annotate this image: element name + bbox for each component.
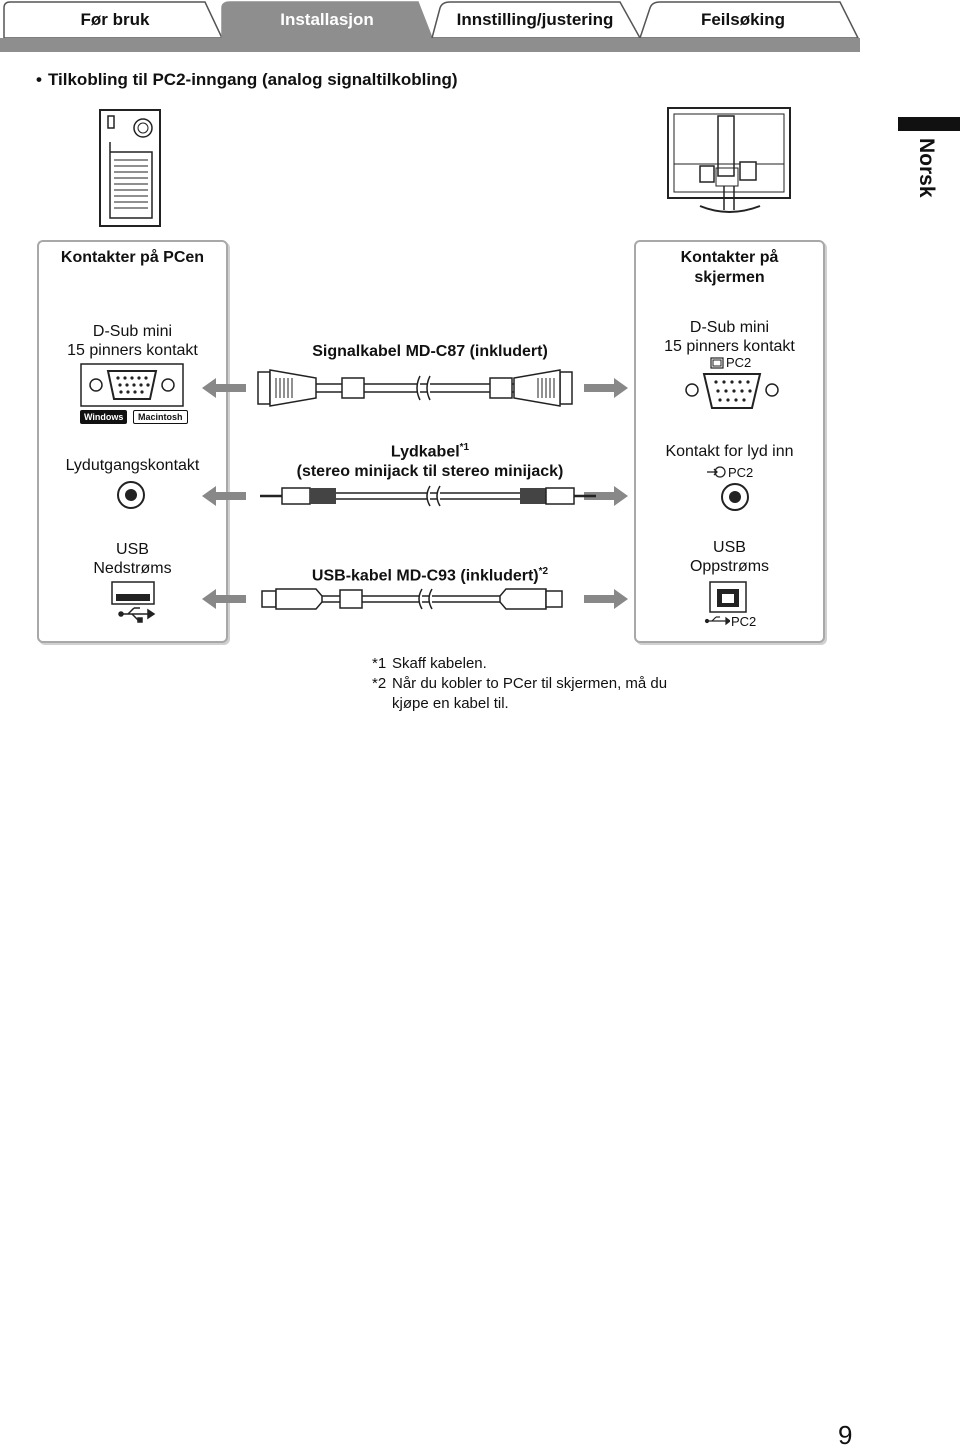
pc-connectors-panel — [37, 240, 228, 643]
monitor-usb-tag: PC2 — [731, 614, 757, 629]
audio-cable-label: Lydkabel*1 (stereo minijack til stereo m… — [296, 442, 564, 481]
audio-in-tag-icon — [707, 466, 726, 478]
pc-dsub-port-icon — [80, 363, 184, 407]
pc-tower-illustration — [99, 109, 161, 227]
monitor-audio-label: Kontakt for lyd inn — [665, 443, 794, 460]
tab-innstilling-justering[interactable]: Innstilling/justering — [456, 10, 614, 29]
monitor-rear-illustration — [667, 107, 791, 213]
pc-panel-title: Kontakter på PCen — [60, 249, 205, 266]
footnote-2-continued: kjøpe en kabel til. — [392, 695, 509, 712]
pc-usb-a-port-icon — [111, 581, 156, 623]
audio-cable-illustration — [202, 485, 628, 507]
usb-tag-icon — [704, 616, 730, 626]
monitor-audio-jack-icon — [721, 483, 749, 511]
tab-for-bruk[interactable]: Før bruk — [80, 10, 150, 29]
monitor-usb-b-port-icon — [709, 581, 747, 613]
section-heading: •Tilkobling til PC2-inngang (analog sign… — [36, 70, 458, 89]
tab-shapes — [3, 1, 860, 39]
pc-audio-label: Lydutgangskontakt — [65, 457, 200, 474]
tab-bar-base — [0, 38, 860, 52]
monitor-dsub-port-icon — [685, 373, 779, 409]
tab-installasjon[interactable]: Installasjon — [280, 10, 374, 29]
windows-badge: Windows — [80, 410, 128, 424]
signal-cable-label: Signalkabel MD-C87 (inkludert) — [312, 343, 548, 360]
language-tab-marker — [898, 117, 960, 131]
monitor-dsub-tag-icon — [710, 357, 724, 369]
macintosh-badge: Macintosh — [133, 410, 188, 424]
monitor-dsub-tag: PC2 — [726, 355, 752, 370]
page-number: 9 — [838, 1420, 853, 1450]
monitor-audio-tag: PC2 — [728, 465, 754, 480]
language-tab: Norsk — [915, 138, 938, 198]
usb-cable-label: USB-kabel MD-C93 (inkludert)*2 — [311, 566, 549, 585]
signal-cable-illustration — [202, 369, 628, 407]
usb-cable-illustration — [202, 588, 628, 610]
monitor-connectors-panel — [634, 240, 825, 643]
tab-feilsoking[interactable]: Feilsøking — [700, 10, 786, 29]
pc-audio-jack-icon — [117, 481, 145, 509]
tab-bar: Før bruk Installasjon Innstilling/juster… — [0, 0, 860, 52]
